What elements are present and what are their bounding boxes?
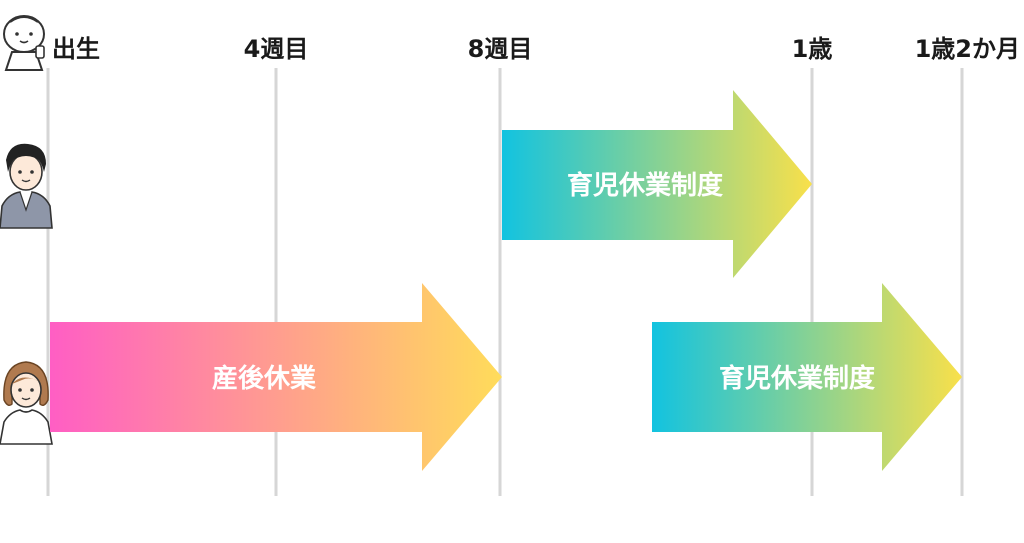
tick-label-week4: 4週目	[244, 35, 309, 63]
arrow-label-mother-postpartum-leave: 産後休業	[212, 363, 316, 394]
tick-labels: 出生 4週目 8週目 1歳 1歳2か月	[52, 35, 1020, 63]
arrow-label-mother-childcare-leave: 育児休業制度	[719, 363, 875, 394]
arrow-father-childcare-leave: 育児休業制度	[502, 90, 812, 278]
father-icon	[0, 143, 53, 229]
tick-label-birth: 出生	[52, 35, 100, 63]
tick-label-1year2months: 1歳2か月	[915, 35, 1020, 63]
baby-icon	[3, 15, 45, 71]
arrow-mother-childcare-leave: 育児休業制度	[652, 283, 962, 471]
mother-icon	[0, 361, 53, 445]
arrow-label-father-childcare-leave: 育児休業制度	[567, 170, 723, 201]
tick-label-week8: 8週目	[468, 35, 533, 63]
arrow-mother-postpartum-leave: 産後休業	[50, 283, 502, 471]
tick-label-1year: 1歳	[792, 35, 833, 63]
